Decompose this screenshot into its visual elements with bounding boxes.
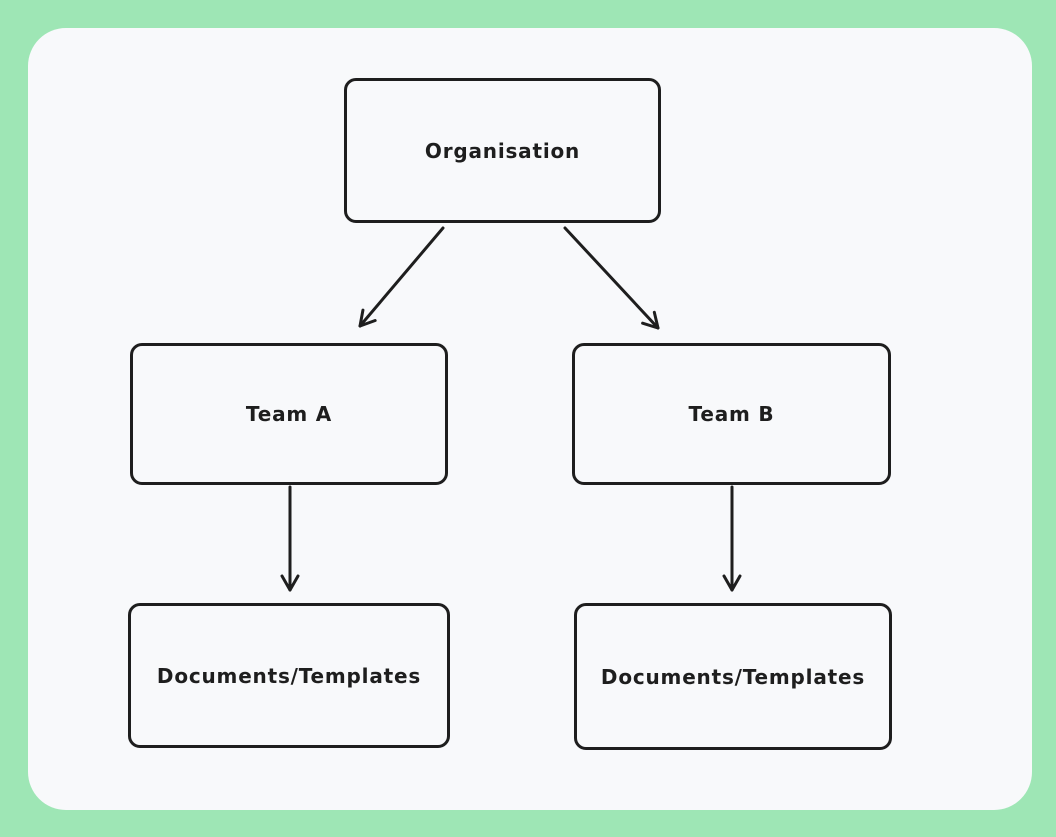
diagram-canvas[interactable]: Organisation Team A Team B Documents/Tem… [28,28,1032,810]
node-label-organisation: Organisation [424,138,581,163]
node-team-b[interactable]: Team B [572,343,891,485]
node-team-a[interactable]: Team A [130,343,448,485]
node-label-team-b: Team B [688,402,775,426]
node-label-documents-templates-b: Documents/Templates [600,664,866,689]
node-documents-templates-b[interactable]: Documents/Templates [574,603,892,750]
node-label-documents-templates-a: Documents/Templates [156,663,422,688]
arrow-organisation-to-team-b[interactable] [563,226,660,330]
node-label-team-a: Team A [245,402,333,426]
node-documents-templates-a[interactable]: Documents/Templates [128,603,450,748]
node-organisation[interactable]: Organisation [344,78,661,223]
edges-layer [280,226,742,592]
arrow-organisation-to-team-a[interactable] [358,226,445,328]
